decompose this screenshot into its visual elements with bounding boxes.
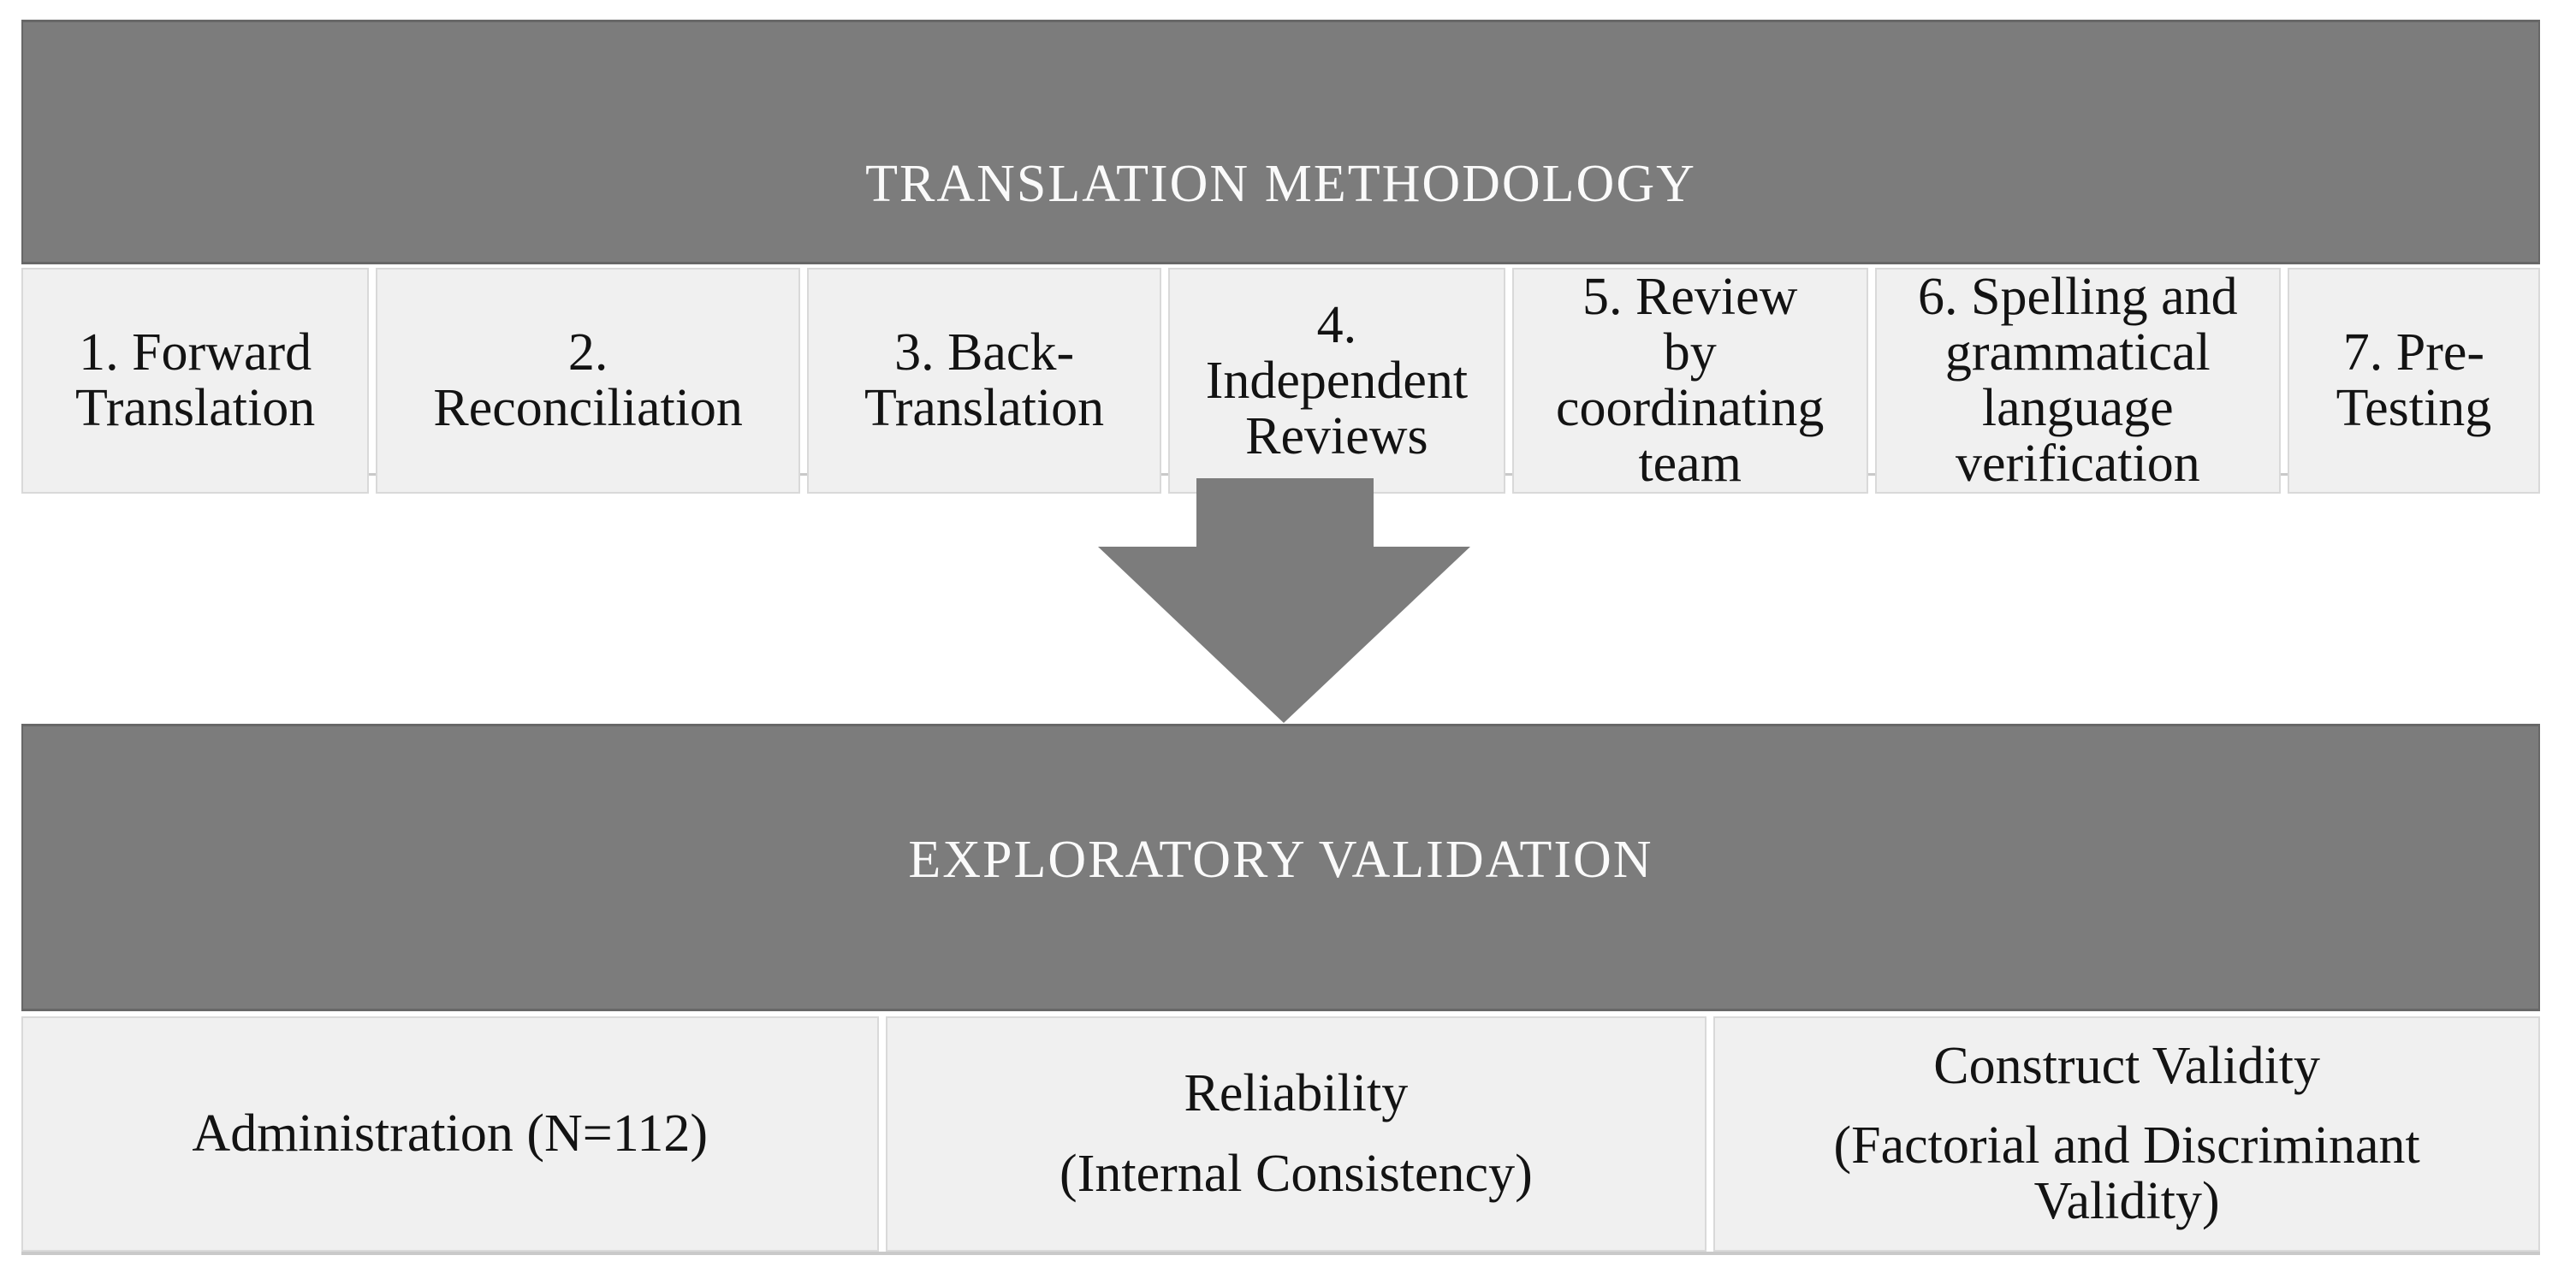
step-cell-back-translation: 3. Back- Translation (807, 268, 1162, 494)
validation-cell-line: Administration (N=112) (192, 1104, 709, 1163)
step-cell-review-by-coordinating-team: 5. Review by coordinating team (1511, 268, 1868, 494)
validation-cell-administration: Administration (N=112) (21, 1016, 879, 1252)
down-arrow-icon (1098, 478, 1470, 723)
step-label: 1. Forward Translation (75, 323, 316, 438)
validation-cell-reliability: Reliability (Internal Consistency) (885, 1016, 1707, 1252)
exploratory-validation-header: EXPLORATORY VALIDATION (21, 724, 2540, 1011)
validation-cell-line: Construct Validity (1933, 1036, 2321, 1095)
translation-methodology-title: TRANSLATION METHODOLOGY (865, 154, 1696, 213)
validation-cell-line: Reliability (1184, 1064, 1409, 1123)
step-label: 4. Independent Reviews (1205, 295, 1469, 465)
step-cell-spelling-grammatical-verification: 6. Spelling and grammatical language ver… (1874, 268, 2281, 494)
step-label: 3. Back- Translation (864, 323, 1105, 438)
exploratory-validation-title: EXPLORATORY VALIDATION (908, 830, 1653, 889)
step-label: 2. Reconciliation (433, 323, 743, 438)
step-cell-forward-translation: 1. Forward Translation (21, 268, 370, 494)
step-cell-pre-testing: 7. Pre- Testing (2287, 268, 2540, 494)
validation-cell-construct-validity: Construct Validity (Factorial and Discri… (1713, 1016, 2540, 1252)
step-cell-independent-reviews: 4. Independent Reviews (1168, 268, 1505, 494)
translation-steps-row: 1. Forward Translation 2. Reconciliation… (21, 268, 2540, 494)
step-label: 7. Pre- Testing (2336, 323, 2492, 438)
translation-methodology-header: TRANSLATION METHODOLOGY (21, 20, 2540, 264)
validation-cell-line: (Factorial and Discriminant Validity) (1833, 1116, 2420, 1231)
validation-cells-row: Administration (N=112) Reliability (Inte… (21, 1016, 2540, 1255)
validation-cell-line: (Internal Consistency) (1059, 1144, 1533, 1203)
step-label: 5. Review by coordinating team (1556, 268, 1825, 494)
step-label: 6. Spelling and grammatical language ver… (1917, 268, 2238, 494)
step-cell-reconciliation: 2. Reconciliation (376, 268, 801, 494)
